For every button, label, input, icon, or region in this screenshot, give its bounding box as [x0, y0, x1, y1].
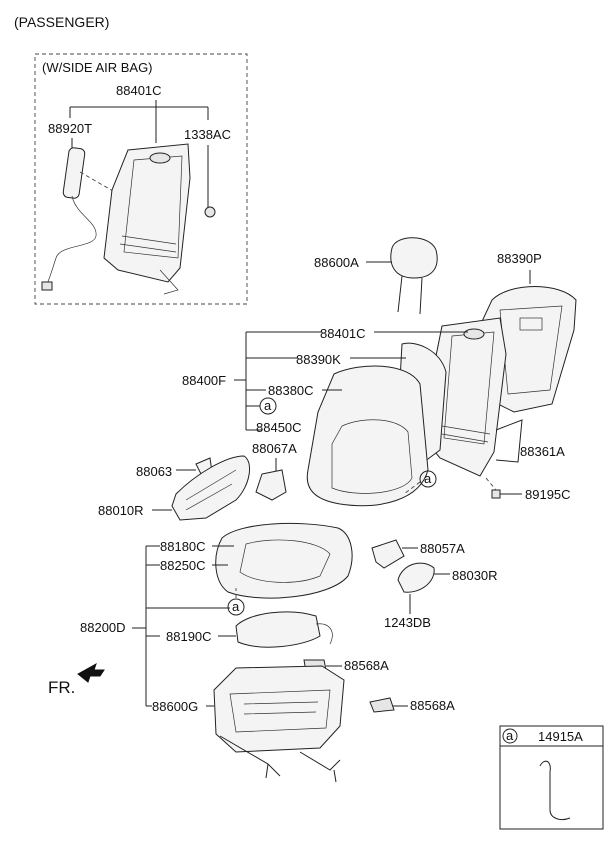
label-88568A-2: 88568A — [410, 698, 455, 713]
seatback-frame-small — [103, 143, 216, 295]
seat-cushion — [215, 522, 353, 599]
legend-marker: a — [506, 728, 514, 743]
legend-box: a 14915A — [499, 725, 604, 830]
svg-text:a: a — [424, 471, 432, 486]
bracket-88200D — [132, 545, 230, 707]
bracket-88400F — [234, 331, 322, 431]
label-1338AC: 1338AC — [184, 127, 231, 142]
label-88390P: 88390P — [497, 251, 542, 266]
label-88600G: 88600G — [152, 699, 198, 714]
part-88568A-2 — [369, 697, 395, 713]
airbag-option-title: (W/SIDE AIR BAG) — [42, 60, 153, 75]
svg-text:a: a — [232, 599, 240, 614]
label-88180C: 88180C — [160, 539, 206, 554]
label-88450C: 88450C — [256, 420, 302, 435]
label-88600A: 88600A — [314, 255, 359, 270]
callout-a-2: a — [419, 470, 437, 488]
callout-a-3: a — [227, 598, 245, 616]
leader-a-2 — [403, 481, 421, 495]
seatback-cover — [306, 365, 429, 507]
svg-text:a: a — [264, 398, 272, 413]
part-88361A — [495, 419, 523, 463]
callout-a-1: a — [259, 397, 277, 415]
part-88057A — [371, 539, 405, 569]
cushion-pad — [235, 611, 333, 648]
label-1243DB: 1243DB — [384, 615, 431, 630]
label-88401C: 88401C — [320, 326, 366, 341]
label-89195C: 89195C — [525, 487, 571, 502]
label-88057A: 88057A — [420, 541, 465, 556]
legend-part-number: 14915A — [538, 729, 583, 744]
label-88067A: 88067A — [252, 441, 297, 456]
label-88390K: 88390K — [296, 352, 341, 367]
headrest — [390, 237, 438, 315]
seat-track-frame — [213, 665, 345, 783]
diagram-title: (PASSENGER) — [14, 14, 109, 30]
side-airbag-module — [41, 147, 161, 291]
label-88568A-1: 88568A — [344, 658, 389, 673]
front-arrow-icon — [77, 662, 105, 683]
leader-bolt — [485, 477, 497, 491]
label-88361A: 88361A — [520, 444, 565, 459]
airbag-option-box — [34, 53, 248, 305]
label-88380C: 88380C — [268, 383, 314, 398]
label-88063: 88063 — [136, 464, 172, 479]
label-88200D: 88200D — [80, 620, 126, 635]
label-88010R: 88010R — [98, 503, 144, 518]
front-direction-label: FR. — [48, 678, 75, 697]
label-88250C: 88250C — [160, 558, 206, 573]
label-88190C: 88190C — [166, 629, 212, 644]
wire-clip-14915A — [539, 760, 571, 821]
label-88400F: 88400F — [182, 373, 226, 388]
bracket-88067A — [255, 469, 287, 501]
part-88030R — [397, 562, 435, 593]
label-88030R: 88030R — [452, 568, 498, 583]
label-88401C-top: 88401C — [116, 83, 162, 98]
label-88920T: 88920T — [48, 121, 92, 136]
side-shield-cover — [171, 455, 251, 521]
leader-88401C-top — [69, 100, 209, 143]
bolt-89195C — [491, 489, 501, 499]
